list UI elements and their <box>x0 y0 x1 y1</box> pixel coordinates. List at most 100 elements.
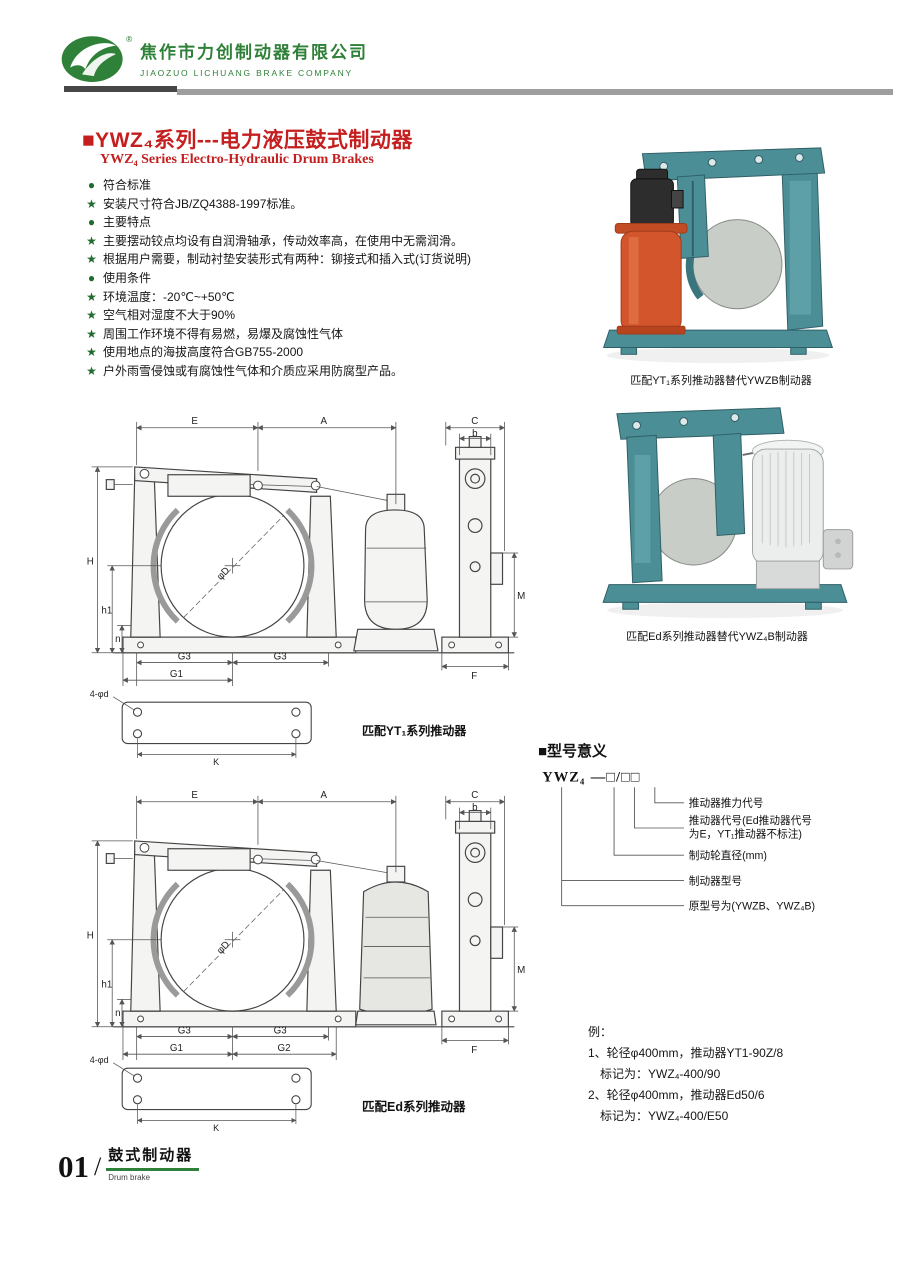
model-label-3: 制动轮直径(mm) <box>689 849 767 862</box>
star-icon: ★ <box>86 289 97 304</box>
dim-H: H <box>87 557 94 568</box>
example-line: 标记为：YWZ₄-400/E50 <box>600 1109 729 1123</box>
list-item: ★ 户外雨雪侵蚀或有腐蚀性气体和介质应采用防腐型产品。 <box>84 362 574 381</box>
dim-K: K <box>213 757 219 767</box>
example-title: 例： <box>588 1025 613 1039</box>
feature-text: 使用地点的海拔高度符合GB755-2000 <box>103 345 304 360</box>
dim-h1: h1 <box>101 606 112 617</box>
page-number: 01 <box>58 1149 89 1184</box>
mounting-pattern-ed: 4-φd K <box>88 1052 358 1138</box>
example-line: 2、轮径φ400mm，推动器Ed50/6 <box>588 1088 765 1102</box>
dim-G1: G1 <box>170 669 183 680</box>
tech-drawing-ed: φD <box>76 780 526 1079</box>
dim-F: F <box>471 671 477 682</box>
page-title-en: YWZ₄ Series Electro-Hydraulic Drum Brake… <box>100 152 374 167</box>
dim-F: F <box>471 1045 477 1056</box>
dim-A: A <box>321 416 328 427</box>
dim-G3: G3 <box>274 652 287 663</box>
list-item: ★根据用户需要，制动衬垫安装形式有两种：铆接式和插入式(订货说明) <box>84 250 574 269</box>
dim-E: E <box>191 416 198 427</box>
company-name-en: JIAOZUO LICHUANG BRAKE COMPANY <box>140 68 354 78</box>
dim-G3: G3 <box>274 1026 287 1037</box>
product-photo-ed <box>586 396 864 627</box>
star-icon: ★ <box>86 252 97 267</box>
dim-n: n <box>115 1008 120 1019</box>
feature-text: 户外雨雪侵蚀或有腐蚀性气体和介质应采用防腐型产品。 <box>103 363 404 378</box>
feature-text: 环境温度：-20℃~+50℃ <box>103 289 235 304</box>
list-item: ★ 空气相对湿度不大于90% <box>84 306 574 325</box>
feature-text: 符合标准 <box>103 178 152 192</box>
dim-K: K <box>213 1123 219 1133</box>
logo-oval-icon: ® <box>61 34 133 82</box>
page-footer: 01 / 鼓式制动器 Drum brake <box>58 1144 200 1184</box>
star-icon: ★ <box>86 233 97 248</box>
model-code: YWZ₄ <box>542 769 585 785</box>
drawing-caption-ed: 匹配Ed系列推动器 <box>362 1100 466 1114</box>
dim-b: b <box>472 803 478 814</box>
star-icon: ★ <box>86 345 97 360</box>
bullet-icon: ● <box>87 178 96 192</box>
header-rule-light <box>177 89 893 95</box>
dim-G3: G3 <box>178 1026 191 1037</box>
dim-b: b <box>472 429 478 440</box>
dim-M: M <box>517 965 525 976</box>
list-item: ★安装尺寸符合JB/ZQ4388-1997标准。 <box>84 195 574 214</box>
feature-list: ● 符合标准 ★安装尺寸符合JB/ZQ4388-1997标准。 ● 主要特点 ★ 主要… <box>84 176 574 381</box>
model-pattern: —□/□□ <box>590 769 641 785</box>
dim-n: n <box>115 634 120 645</box>
feature-text: 主要特点 <box>103 215 152 230</box>
dim-phiD: φD <box>215 939 232 956</box>
feature-text: 周围工作环境不得有易燃，易爆及腐蚀性气体 <box>103 326 344 341</box>
feature-text: 空气相对湿度不大于90% <box>103 308 236 323</box>
company-name-cn: 焦作市力创制动器有限公司 <box>140 43 368 62</box>
feature-text: 主要摆动铰点均设有自润滑轴承，传动效率高，在使用中无需润滑。 <box>103 233 464 248</box>
example-line: 1、轮径φ400mm，推动器YT1-90Z/8 <box>588 1046 784 1060</box>
mounting-pattern-yt: 4-φd K <box>88 686 358 772</box>
dim-M: M <box>517 591 525 602</box>
dim-C: C <box>471 790 478 801</box>
dim-G1: G1 <box>170 1043 183 1054</box>
model-label-1: 推动器推力代号 <box>689 797 764 810</box>
dim-h1: h1 <box>101 980 112 991</box>
dim-G3: G3 <box>178 652 191 663</box>
dim-C: C <box>471 416 478 427</box>
drawing-caption-yt: 匹配YT₁系列推动器 <box>362 724 467 738</box>
example-line: 标记为：YWZ₄-400/90 <box>600 1067 721 1081</box>
footer-section-en: Drum brake <box>108 1173 151 1182</box>
list-item: ★ 主要摆动铰点均设有自润滑轴承，传动效率高，在使用中无需润滑。 <box>84 232 574 251</box>
company-logo: ® <box>60 28 170 97</box>
list-item: ★ 周围工作环境不得有易燃，易爆及腐蚀性气体 <box>84 325 574 344</box>
bullet-icon: ● <box>87 270 96 285</box>
tech-drawing-yt: φD <box>76 406 526 705</box>
dim-G2: G2 <box>278 1043 291 1054</box>
page-title: ■YWZ₄系列---电力液压鼓式制动器 <box>82 129 413 152</box>
registered-mark: ® <box>126 34 133 44</box>
photo-caption-yt: 匹配YT₁系列推动器替代YWZB制动器 <box>630 375 812 387</box>
footer-section-cn: 鼓式制动器 <box>106 1144 200 1171</box>
dim-holes: 4-φd <box>90 689 109 699</box>
star-icon: ★ <box>86 326 97 341</box>
example-block: 例： 1、轮径φ400mm，推动器YT1-90Z/8 标记为：YWZ₄-400/… <box>588 1022 783 1127</box>
model-label-2a: 推动器代号(Ed推动器代号 <box>689 814 812 827</box>
photo-caption-ed: 匹配Ed系列推动器替代YWZ₄B制动器 <box>626 631 808 643</box>
header-rule-dark <box>64 86 177 92</box>
feature-text: 使用条件 <box>103 270 152 285</box>
page-number-slash: / <box>94 1152 102 1181</box>
model-meaning-title: ■型号意义 <box>538 743 608 760</box>
star-icon: ★ <box>86 308 97 323</box>
star-icon: ★ <box>86 196 97 211</box>
model-label-4: 制动器型号 <box>689 874 742 887</box>
product-photo-yt <box>592 140 844 373</box>
dim-H: H <box>87 931 94 942</box>
bullet-icon: ● <box>87 215 96 230</box>
star-icon: ★ <box>86 363 97 378</box>
list-item: ● 主要特点 <box>84 213 574 232</box>
company-name-block: 焦作市力创制动器有限公司 JIAOZUO LICHUANG BRAKE COMP… <box>140 38 368 78</box>
model-label-5: 原型号为(YWZB、YWZ₄B) <box>689 900 815 913</box>
dim-A: A <box>321 790 328 801</box>
list-item: ● 使用条件 <box>84 269 574 288</box>
dim-E: E <box>191 790 198 801</box>
dim-holes: 4-φd <box>90 1055 109 1065</box>
model-label-2b: 为E，YT₁推动器不标注) <box>689 828 802 841</box>
